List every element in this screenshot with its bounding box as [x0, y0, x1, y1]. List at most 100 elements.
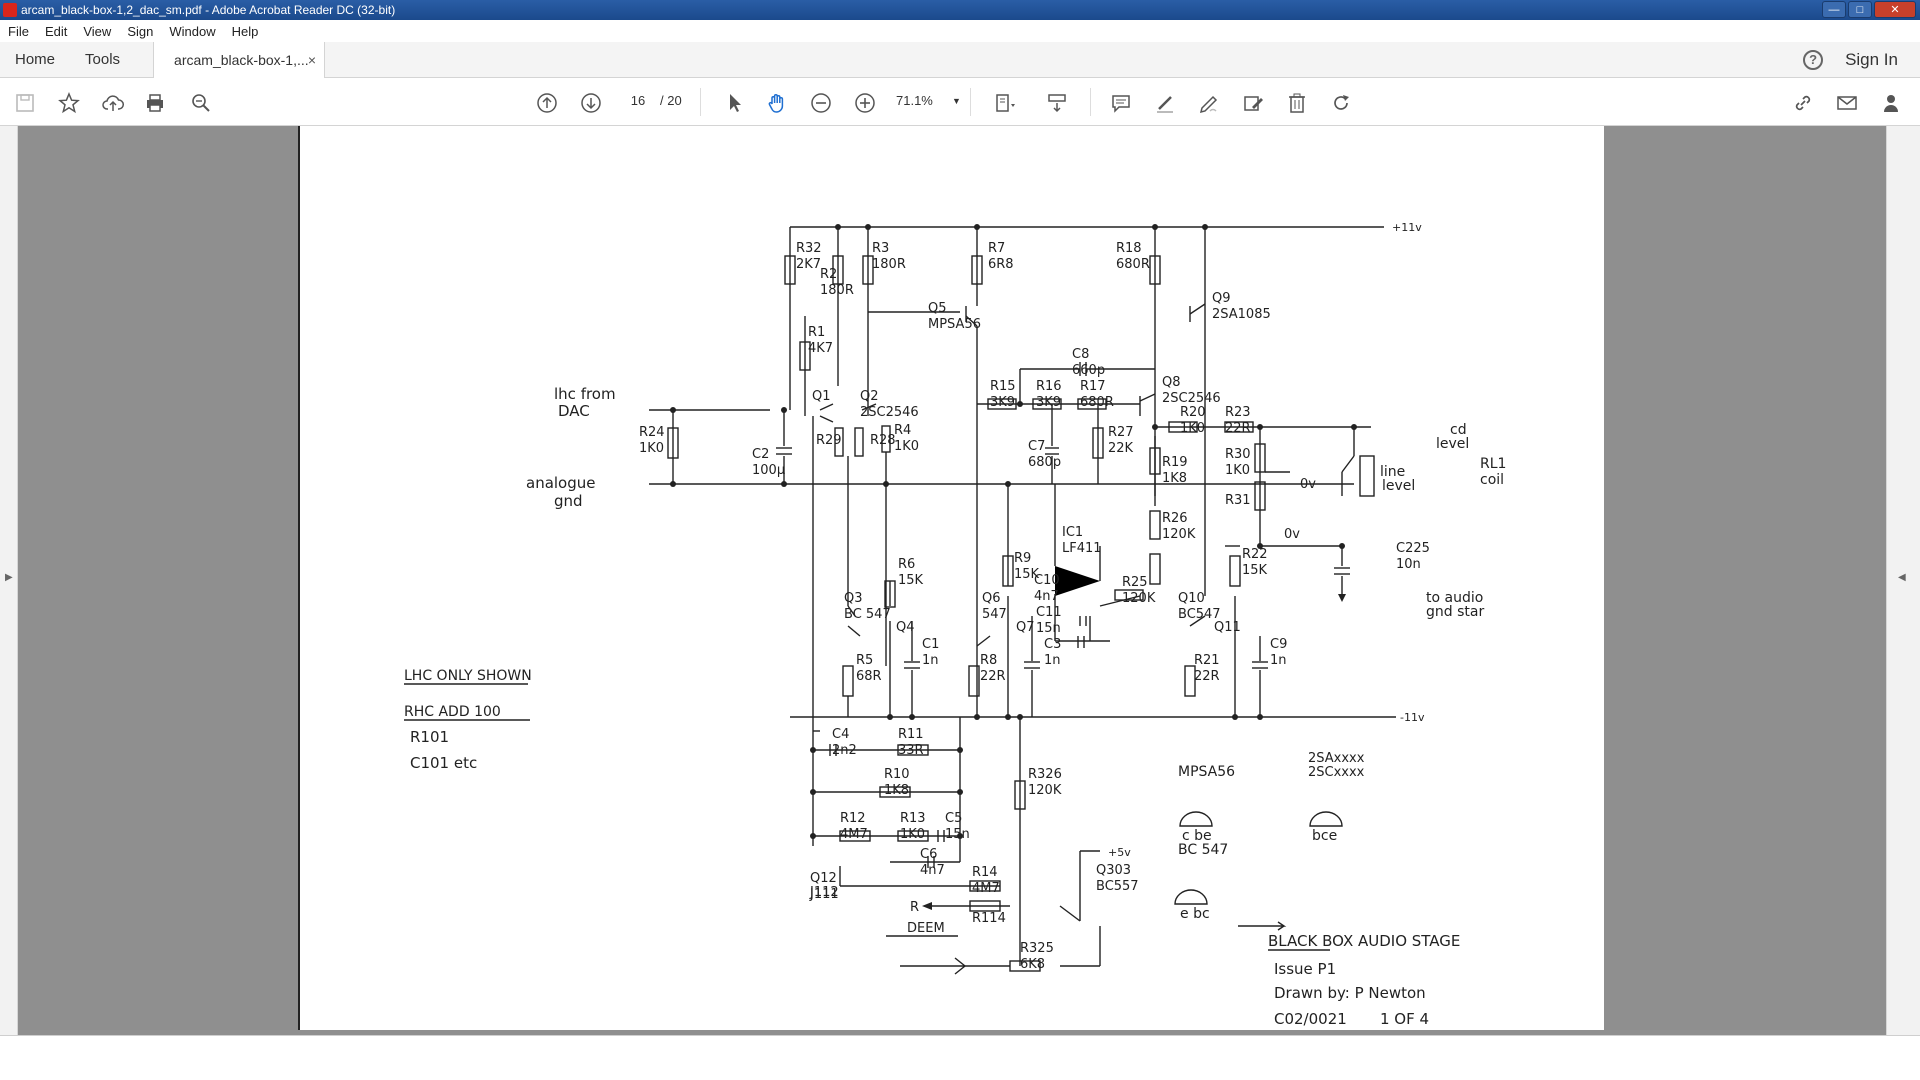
redo-rotate-icon[interactable]	[1328, 90, 1354, 116]
previous-page-icon[interactable]	[534, 90, 560, 116]
part-value-c2: 100μ	[752, 463, 785, 478]
highlight-pen-icon[interactable]	[1152, 90, 1178, 116]
part-value-r21: 22R	[1194, 669, 1220, 684]
drawn-label: Drawn by: P Newton	[1274, 984, 1426, 1002]
part-value-r25: 120K	[1122, 591, 1156, 606]
part-id-q10: Q10	[1178, 591, 1205, 606]
part-id-r114: R114	[972, 911, 1006, 926]
part-value-r2: 180R	[820, 283, 854, 298]
part-id-r32: R32	[796, 241, 822, 256]
scroll-mode-icon[interactable]	[1044, 90, 1070, 116]
maximize-icon[interactable]: □	[1848, 1, 1872, 18]
draw-freehand-icon[interactable]	[1196, 90, 1222, 116]
tab-home[interactable]: Home	[15, 50, 56, 68]
minimize-icon[interactable]: —	[1822, 1, 1846, 18]
part-id-q5: Q5	[928, 301, 947, 316]
gnd-star-label: gnd star	[1426, 604, 1484, 620]
next-page-icon[interactable]	[578, 90, 604, 116]
part-value-q8: 2SC2546	[1162, 391, 1221, 406]
part-id-r31: R31	[1225, 493, 1251, 508]
part-id-r8: R8	[980, 653, 997, 668]
part-id-q9: Q9	[1212, 291, 1231, 306]
part-value-q12: J111	[809, 887, 839, 902]
account-share-icon[interactable]	[1880, 90, 1906, 116]
part-id-r22: R22	[1242, 547, 1268, 562]
save-icon[interactable]	[12, 90, 38, 116]
part-value-c1: 1n	[922, 653, 939, 668]
part-value-c11: 15n	[1036, 621, 1061, 636]
component-labels: R322K7R2180RR3180RR14K7R76R8Q5MPSA56R186…	[639, 241, 1430, 972]
line-level-label: level	[1382, 478, 1415, 494]
zoom-out-icon[interactable]	[808, 90, 834, 116]
part-value-ic1: LF411	[1062, 541, 1102, 556]
part-id-q3: Q3	[844, 591, 863, 606]
page-total: / 20	[660, 93, 682, 108]
part-value-r16: 3K9	[1036, 395, 1061, 410]
left-panel-toggle[interactable]: ▶	[0, 126, 18, 1035]
zoom-in-icon[interactable]	[852, 90, 878, 116]
sign-in-button[interactable]: Sign In	[1845, 49, 1898, 69]
part-value-r8: 22R	[980, 669, 1006, 684]
tab-document[interactable]: arcam_black-box-1,... ×	[153, 41, 326, 78]
menu-window[interactable]: Window	[169, 23, 216, 39]
right-panel-toggle[interactable]: ◀	[1886, 126, 1920, 1035]
help-icon[interactable]: ?	[1803, 49, 1824, 70]
part-id-r3: R3	[872, 241, 889, 256]
close-window-icon[interactable]: ✕	[1874, 1, 1916, 18]
part-value-r12: 4M7	[840, 827, 868, 842]
document-tab-label: arcam_black-box-1,...	[174, 51, 309, 68]
part-value-r32: 2K7	[796, 257, 821, 272]
part-id-r18: R18	[1116, 241, 1142, 256]
part-id-r19: R19	[1162, 455, 1188, 470]
stamp-icon[interactable]	[1240, 90, 1266, 116]
hand-tool-icon[interactable]	[764, 90, 790, 116]
part-id-r9: R9	[1014, 551, 1031, 566]
coil-label: coil	[1480, 472, 1504, 488]
page-fit-icon[interactable]	[992, 90, 1018, 116]
menu-file[interactable]: File	[8, 23, 29, 39]
menu-view[interactable]: View	[83, 23, 112, 39]
part-id-r7: R7	[988, 241, 1005, 256]
part-value-q9: 2SA1085	[1212, 307, 1271, 322]
zoom-level-input[interactable]: 71.1% ▼	[896, 88, 966, 114]
part-value-r5: 68R	[856, 669, 882, 684]
line-label: line	[1380, 464, 1405, 480]
part-value-r13: 1K0	[900, 827, 925, 842]
part-id-r2: R2	[820, 267, 837, 282]
expand-left-icon: ▶	[5, 572, 13, 583]
menu-sign[interactable]: Sign	[127, 23, 154, 39]
rhc-add-label: RHC ADD 100	[404, 704, 501, 720]
analogue-label: analogue	[526, 474, 596, 492]
part-id-r10: R10	[884, 767, 910, 782]
bookmark-star-icon[interactable]	[56, 90, 82, 116]
email-icon[interactable]	[1834, 90, 1860, 116]
mpsa56-title: MPSA56	[1178, 764, 1235, 780]
toolbar-separator	[1090, 88, 1091, 116]
print-icon[interactable]	[142, 90, 168, 116]
upload-cloud-icon[interactable]	[100, 90, 126, 116]
cd-level-label: level	[1436, 436, 1469, 452]
part-id-c2: C2	[752, 447, 769, 462]
part-id-r325: R325	[1020, 941, 1054, 956]
delete-trash-icon[interactable]	[1284, 90, 1310, 116]
comment-icon[interactable]	[1108, 90, 1134, 116]
select-cursor-icon[interactable]	[722, 90, 748, 116]
search-zoom-icon[interactable]	[188, 90, 214, 116]
menu-edit[interactable]: Edit	[44, 23, 68, 39]
status-area	[0, 1035, 1920, 1080]
share-link-icon[interactable]	[1790, 90, 1816, 116]
part-id-q4: Q4	[896, 620, 915, 635]
part-id-q12: Q12	[810, 871, 837, 886]
part-value-c9: 1n	[1270, 653, 1287, 668]
part-value-c225: 10n	[1396, 557, 1421, 572]
part-id-q303: Q303	[1096, 863, 1131, 878]
part-id-r11: R11	[898, 727, 924, 742]
twosc-label: 2SCxxxx	[1308, 765, 1365, 780]
document-viewport[interactable]: ▶	[0, 126, 1920, 1035]
close-tab-icon[interactable]: ×	[307, 51, 317, 68]
part-id-q2: Q2	[860, 389, 879, 404]
page-number-input[interactable]: 16	[630, 93, 646, 108]
tab-tools[interactable]: Tools	[85, 50, 121, 68]
menu-help[interactable]: Help	[231, 23, 259, 39]
part-id-c10: C10	[1034, 573, 1060, 588]
